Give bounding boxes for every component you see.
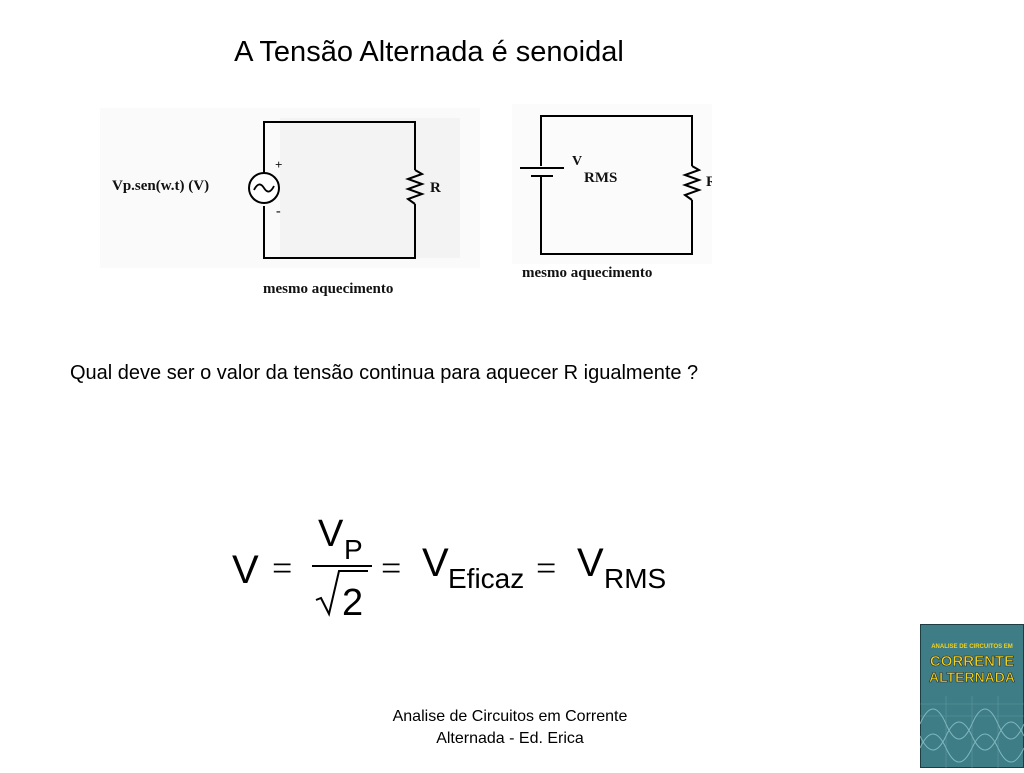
plus-sign: + (275, 157, 282, 172)
equals-sign: = (536, 548, 556, 588)
page-title: A Tensão Alternada é senoidal (234, 36, 624, 68)
footer-line-2: Alternada - Ed. Erica (436, 730, 584, 747)
resistor-label: R (430, 180, 441, 196)
sqrt-icon (315, 570, 368, 617)
resistor-label: R (706, 174, 712, 190)
equals-sign: = (272, 548, 292, 588)
cover-title-1: CORRENTE (930, 653, 1014, 670)
minus-sign: - (276, 204, 281, 219)
book-cover-image: ANALISE DE CIRCUITOS EM CORRENTE ALTERNA… (919, 623, 1024, 769)
battery-icon (520, 167, 564, 177)
numerator-v: V (318, 513, 344, 555)
resistor-icon (405, 169, 425, 205)
resistor-icon (682, 165, 702, 201)
footer-credit: Analise de Circuitos em Corrente Alterna… (340, 706, 680, 750)
ac-source-icon (248, 172, 280, 204)
vrms-label-main: V (572, 154, 582, 169)
veficaz-subscript: Eficaz (448, 563, 524, 594)
ac-circuit-caption: mesmo aquecimento (263, 281, 393, 297)
vrms-subscript: RMS (604, 563, 666, 594)
ac-source-label: Vp.sen(w.t) (V) (112, 178, 209, 194)
equals-sign: = (381, 548, 401, 588)
vrms-label-sub: RMS (584, 170, 617, 186)
formula-lhs: V (232, 548, 259, 592)
dc-circuit-diagram: V RMS R mesmo aquecimento (512, 104, 712, 286)
vrms-main: V (577, 541, 604, 585)
numerator-subscript: P (344, 534, 363, 565)
dc-circuit-caption: mesmo aquecimento (522, 265, 652, 281)
footer-line-1: Analise de Circuitos em Corrente (392, 708, 628, 725)
question-text: Qual deve ser o valor da tensão continua… (70, 362, 699, 384)
cover-top-text: ANALISE DE CIRCUITOS EM (931, 644, 1013, 650)
cover-title-2: ALTERNADA (929, 669, 1015, 685)
rms-formula: V = V P 2 = V Eficaz = V RMS (232, 508, 682, 624)
ac-circuit-diagram: + - Vp.sen(w.t) (V) R mesmo aquecimento (100, 108, 480, 300)
veficaz-main: V (422, 541, 449, 585)
denominator: 2 (342, 582, 363, 623)
